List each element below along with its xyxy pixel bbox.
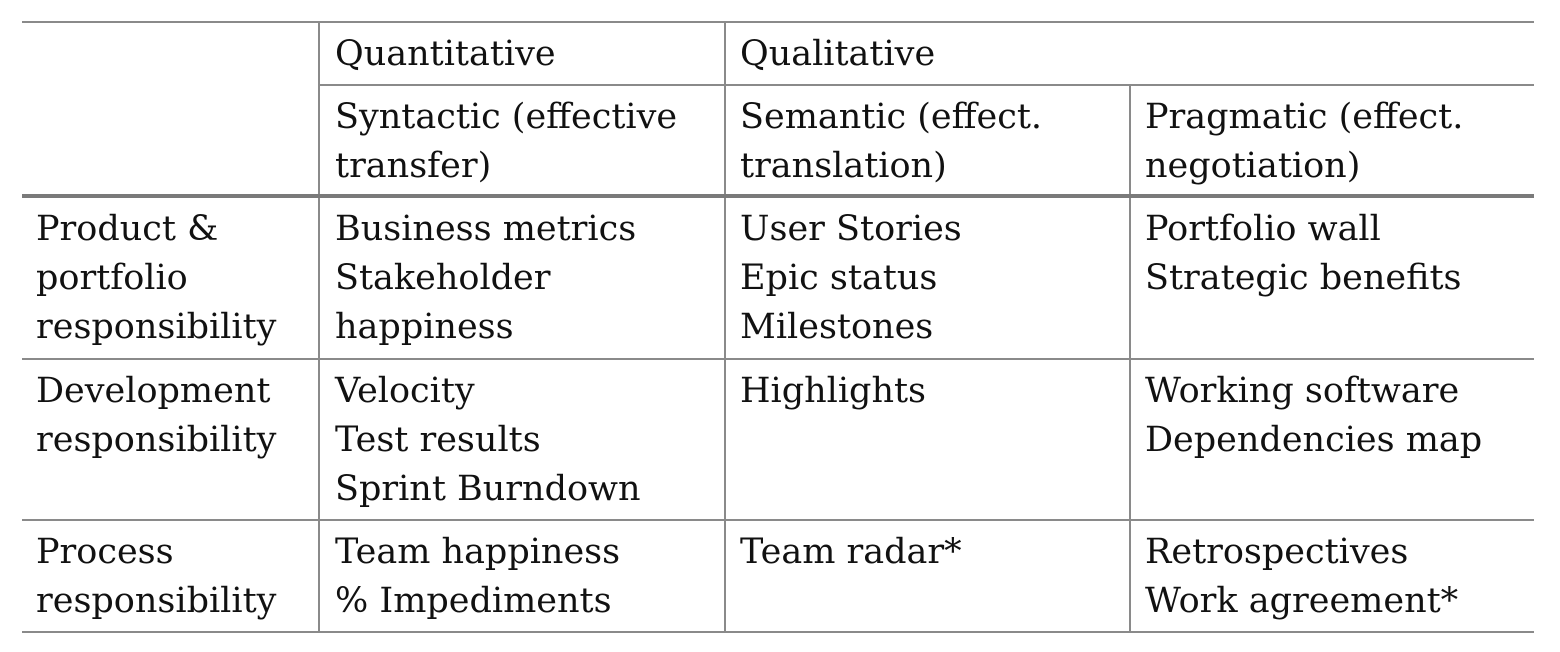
header-semantic: Semantic (effect. translation) [724,84,1130,196]
cell-line: Work agreement* [1145,581,1459,621]
cell-line: Strategic benefits [1145,258,1462,298]
pragmatic-cell: Portfolio wall Strategic benefits [1128,194,1535,359]
row-label-cell: Product & portfolio responsibility [22,194,319,359]
cell-line: Test results [335,420,541,460]
table-row: Development responsibility Velocity Test… [22,358,1535,520]
cell-line: Epic status [740,258,938,298]
semantic-cell: Team radar* [724,519,1130,633]
semantic-cell: Highlights [724,358,1130,520]
header-pragmatic: Pragmatic (effect. negotiation) [1128,84,1535,196]
header-qualitative: Qualitative [723,21,1535,85]
header-syntactic-line: transfer) [335,146,492,186]
table-row: Product & portfolio responsibility Busin… [22,194,1535,359]
header-pragmatic-line: Pragmatic (effect. [1145,97,1464,137]
header-corner-cell [22,21,319,196]
row-label-line: Process [36,532,174,572]
cell-line: Retrospectives [1145,532,1409,572]
row-label-cell: Development responsibility [22,358,319,520]
cell-line: Milestones [740,307,934,347]
header-syntactic: Syntactic (effective transfer) [318,84,725,196]
row-label-line: responsibility [36,307,277,347]
cell-line: % Impediments [335,581,612,621]
header-quantitative: Quantitative [318,21,725,85]
row-label-line: responsibility [36,581,277,621]
cell-line: Business metrics [335,209,637,249]
header-syntactic-line: Syntactic (effective [335,97,678,137]
header-qualitative-label: Qualitative [740,34,936,74]
header-pragmatic-line: negotiation) [1145,146,1361,186]
cell-line: Sprint Burndown [335,469,641,509]
header-semantic-line: Semantic (effect. [740,97,1043,137]
row-label-line: Product & [36,209,219,249]
syntactic-cell: Velocity Test results Sprint Burndown [318,358,725,520]
syntactic-cell: Business metrics Stakeholder happiness [318,194,725,359]
cell-line: Portfolio wall [1145,209,1381,249]
row-label-cell: Process responsibility [22,519,319,633]
cell-line: Team radar* [740,532,962,572]
semantic-cell: User Stories Epic status Milestones [724,194,1130,359]
syntactic-cell: Team happiness % Impediments [318,519,725,633]
table-row: Process responsibility Team happiness % … [22,519,1535,633]
cell-line: User Stories [740,209,962,249]
cell-line: happiness [335,307,514,347]
pragmatic-cell: Retrospectives Work agreement* [1128,519,1535,633]
cell-line: Highlights [740,371,927,411]
header-row-top: Quantitative Qualitative [22,21,1535,196]
cell-line: Velocity [335,371,475,411]
row-label-line: Development [36,371,271,411]
header-row-sub: Syntactic (effective transfer) Semantic … [22,84,1535,196]
cell-line: Team happiness [335,532,621,572]
header-quantitative-label: Quantitative [335,34,556,74]
cell-line: Stakeholder [335,258,551,298]
cell-line: Working software [1145,371,1460,411]
row-label-line: portfolio [36,258,188,298]
row-label-line: responsibility [36,420,277,460]
metrics-table: Quantitative Qualitative Syntactic (effe… [22,21,1535,633]
cell-line: Dependencies map [1145,420,1483,460]
pragmatic-cell: Working software Dependencies map [1128,358,1535,520]
header-semantic-line: translation) [740,146,947,186]
